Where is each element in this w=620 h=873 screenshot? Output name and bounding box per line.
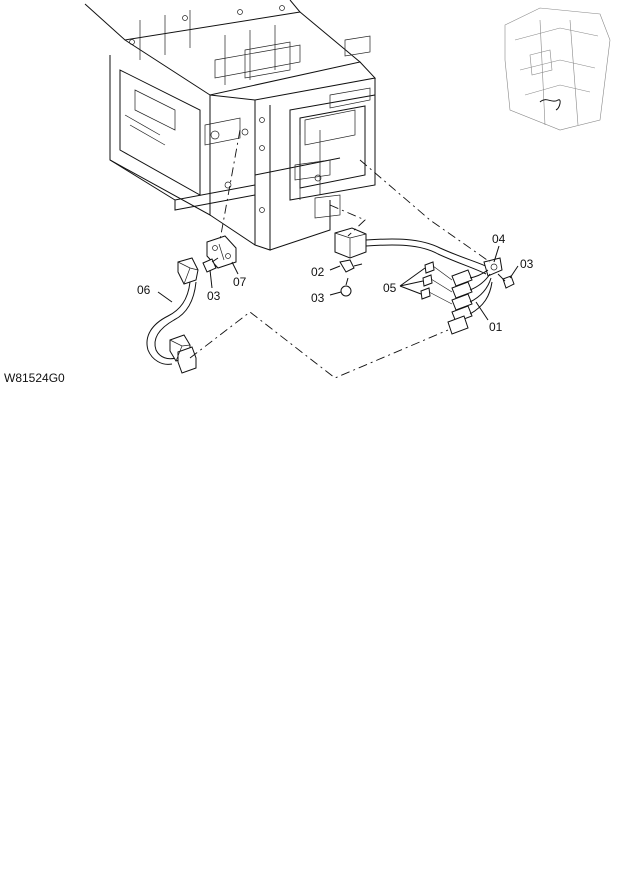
callout-03-left: 03: [207, 289, 221, 303]
drawing-id: W81524G0: [4, 371, 65, 385]
machine-frame: [84, 0, 376, 251]
callout-07: 07: [233, 275, 247, 289]
callout-06: 06: [137, 283, 151, 297]
wire-harness-right: [329, 227, 519, 335]
callout-01: 01: [489, 320, 503, 334]
callout-04: 04: [492, 232, 506, 246]
callout-03-right: 03: [520, 257, 534, 271]
callout-02: 02: [311, 265, 325, 279]
reference-lines: [189, 129, 491, 379]
wire-harness-left: [146, 235, 239, 374]
callout-03-middle: 03: [311, 291, 325, 305]
callout-labels: 01 02 03 03 03 04 05 06 07 W81524G0: [4, 232, 534, 385]
callout-05: 05: [383, 281, 397, 295]
location-inset: [504, 7, 611, 131]
